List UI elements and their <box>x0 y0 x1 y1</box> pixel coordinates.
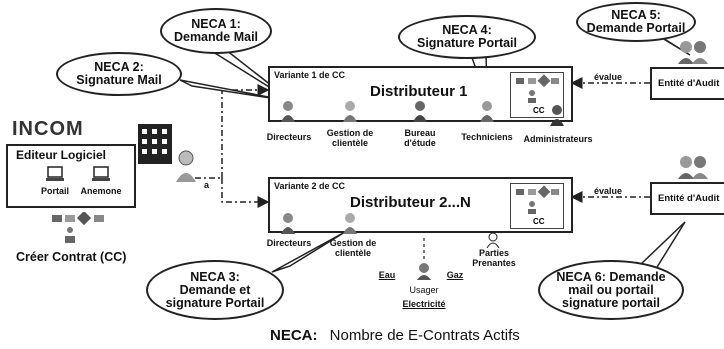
cc-diagram-icon: CC <box>510 183 564 229</box>
neca-4-title: NECA 4: <box>442 23 492 37</box>
audit-box-1: Entité d'Audit <box>650 67 724 100</box>
distributor-2-box: Variante 2 de CC Distributeur 2...N CC <box>268 177 573 233</box>
role-label: Bureau d'étude <box>404 128 436 148</box>
usager-label: Usager <box>409 285 439 295</box>
svg-text:CC: CC <box>533 217 545 226</box>
role-label: Directeurs <box>266 132 312 142</box>
neca-2-bubble: NECA 2:Signature Mail <box>56 52 182 96</box>
arrow-label: a <box>204 180 210 190</box>
neca-5-title: NECA 5: <box>611 8 661 22</box>
evalue-label: évalue <box>594 186 623 196</box>
person-icon <box>281 212 295 234</box>
neca-1-title: NECA 1: <box>191 17 241 31</box>
person-icon <box>417 262 431 280</box>
person-icon <box>413 100 427 122</box>
neca-6-text: mail ou portail <box>568 282 654 297</box>
anemone-label: Anemone <box>80 186 122 196</box>
neca-5-bubble: NECA 5:Demande Portail <box>576 2 696 42</box>
svg-text:CC: CC <box>533 106 545 115</box>
person-icon <box>343 100 357 122</box>
neca-5-text: Demande Portail <box>586 21 686 35</box>
editor-box: Editeur Logiciel Portail Anemone <box>6 144 136 208</box>
gaz-label: Gaz <box>446 270 464 280</box>
audit-box-2: Entité d'Audit <box>650 182 724 215</box>
role-label: Techniciens <box>461 132 513 142</box>
role-label: Administrateurs <box>523 134 593 144</box>
distributor-2-title: Distributeur 2...N <box>350 194 471 211</box>
editor-label: Editeur Logiciel <box>16 148 107 162</box>
neca-6-title: NECA 6: Demande <box>556 269 666 284</box>
role-label: Gestion de clientèle <box>329 238 377 258</box>
neca-6-text: signature portail <box>562 295 660 310</box>
variant-1-label: Variante 1 de CC <box>274 70 346 80</box>
legend: NECA: Nombre de E-Contrats Actifs <box>270 327 520 344</box>
eau-label: Eau <box>378 270 396 280</box>
neca-2-title: NECA 2: <box>94 60 144 74</box>
electricite-label: Electricité <box>402 299 446 309</box>
neca-3-text: signature Portail <box>165 295 265 310</box>
person-icon <box>486 232 500 248</box>
person-icon <box>550 104 564 126</box>
neca-3-text: Demande et <box>179 282 251 297</box>
legend-text: Nombre de E-Contrats Actifs <box>329 327 520 344</box>
neca-4-bubble: NECA 4:Signature Portail <box>398 15 536 59</box>
evalue-label: évalue <box>594 72 623 82</box>
neca-1-text: Demande Mail <box>173 30 259 44</box>
variant-2-label: Variante 2 de CC <box>274 181 346 191</box>
incom-logo: INCOM <box>12 118 84 140</box>
distributor-1-title: Distributeur 1 <box>370 83 468 100</box>
legend-key: NECA: <box>270 327 318 344</box>
audit-label: Entité d'Audit <box>658 78 720 89</box>
distributor-1-box: Variante 1 de CC Distributeur 1 CC <box>268 66 573 122</box>
audit-label: Entité d'Audit <box>658 193 720 204</box>
neca-2-text: Signature Mail <box>76 73 162 87</box>
person-icon <box>480 100 494 122</box>
neca-3-title: NECA 3: <box>190 269 240 284</box>
create-contract-label: Créer Contrat (CC) <box>16 250 127 264</box>
person-icon <box>281 100 295 122</box>
neca-4-text: Signature Portail <box>416 36 518 50</box>
portail-label: Portail <box>40 186 69 196</box>
neca-1-bubble: NECA 1:Demande Mail <box>160 8 272 54</box>
role-label: Directeurs <box>266 238 312 248</box>
role-label: Parties Prenantes <box>472 248 516 268</box>
role-label: Gestion de clientèle <box>326 128 374 148</box>
person-icon <box>343 212 357 234</box>
